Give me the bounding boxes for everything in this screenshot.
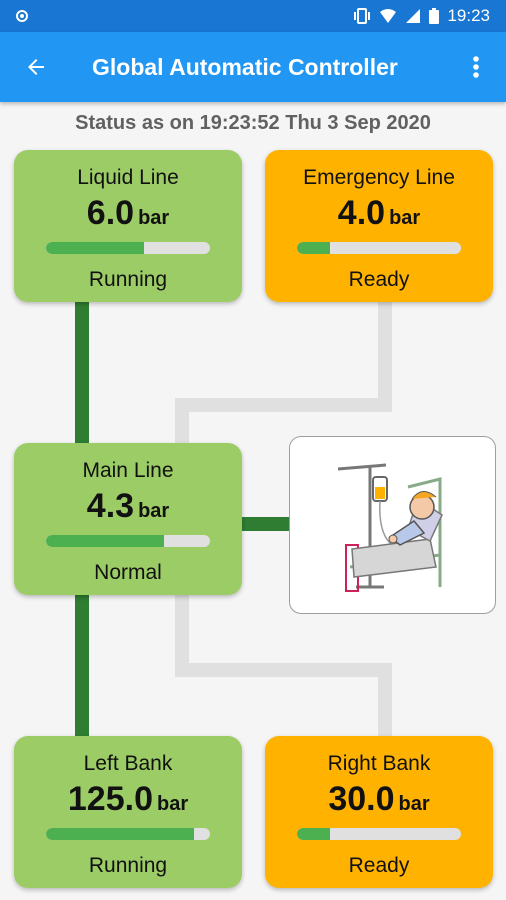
pipe-main-to-right-bank [175,595,392,740]
pipe-emergency-to-main [175,300,392,445]
status-label: Ready [348,268,410,291]
wifi-icon [380,9,397,23]
more-vert-icon [473,56,479,78]
notification-icon [16,10,28,22]
status-label: Normal [94,561,162,584]
back-button[interactable] [0,32,72,102]
pressure-bar [46,535,210,547]
pressure-bar [297,828,461,840]
pressure-bar [46,828,210,840]
battery-icon [429,8,440,24]
app-title: Global Automatic Controller [92,53,398,80]
system-status-bar: 19:23 [0,0,506,32]
pressure-bar [297,242,461,254]
signal-icon [406,9,421,23]
status-label: Ready [348,854,410,877]
pressure-bar [46,242,210,254]
vibrate-icon [354,8,371,24]
status-label: Running [88,268,168,291]
card-title: Right Bank [327,752,431,775]
card-title: Main Line [82,459,174,482]
status-timestamp: Status as on 19:23:52 Thu 3 Sep 2020 [75,112,431,134]
status-time: 19:23 [447,6,490,25]
status-label: Running [88,854,168,877]
card-title: Emergency Line [303,166,455,189]
card-title: Liquid Line [77,166,179,189]
patient-in-bed-icon [337,463,443,592]
overflow-menu-button[interactable] [446,32,506,102]
card-title: Left Bank [83,752,173,775]
app-bar: Global Automatic Controller [0,32,506,102]
back-arrow-icon [28,59,44,75]
patient-image [289,436,496,614]
